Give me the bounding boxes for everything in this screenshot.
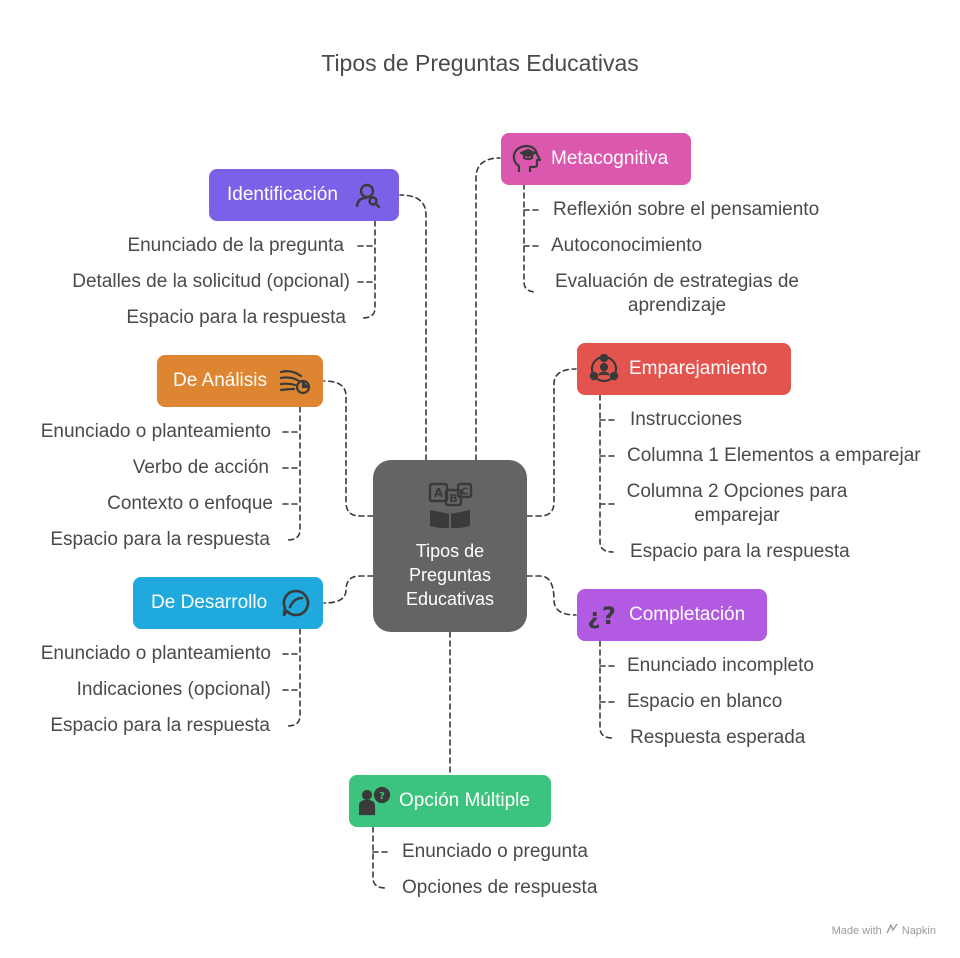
branch-label: Metacognitiva — [551, 148, 669, 169]
svg-text:?: ? — [379, 791, 385, 802]
person-question-icon: ? — [359, 786, 391, 816]
person-search-icon — [354, 181, 382, 209]
branch-label: Emparejamiento — [629, 358, 768, 379]
branch-label: De Análisis — [173, 370, 267, 391]
data-analysis-icon — [279, 367, 311, 395]
connector-completacion — [526, 575, 577, 616]
alphabet-book-icon: A B C — [426, 480, 474, 533]
list-item: Evaluación de estrategias de aprendizaje — [555, 271, 799, 316]
branch-opcion-multiple[interactable]: ? Opción Múltiple — [349, 775, 551, 827]
svg-text:¿: ¿ — [588, 605, 601, 630]
branch-completacion[interactable]: ¿ ? Completación — [577, 589, 767, 641]
svg-text:A: A — [434, 486, 444, 500]
svg-text:?: ? — [602, 602, 616, 630]
list-item: Verbo de acción — [132, 457, 269, 478]
connector-identificacion — [399, 194, 427, 461]
list-item: Enunciado o planteamiento — [40, 421, 271, 442]
list-item: Espacio para la respuesta — [50, 715, 270, 736]
connector-metacognitiva — [475, 157, 501, 461]
list-item: Enunciado o pregunta — [402, 841, 588, 862]
svg-text:B: B — [449, 492, 457, 505]
branch-label: Opción Múltiple — [399, 790, 530, 811]
list-item: Columna 2 Opciones para emparejar — [626, 481, 848, 526]
center-label: Tipos de Preguntas Educativas — [405, 541, 495, 609]
branch-analisis[interactable]: De Análisis — [157, 355, 323, 407]
list-item: Contexto o enfoque — [107, 493, 273, 514]
branch-identificacion[interactable]: Identificación — [209, 169, 399, 221]
question-marks-icon: ¿ ? — [587, 600, 619, 630]
footer-credit: Made with Napkin — [832, 923, 936, 938]
list-item: Enunciado de la pregunta — [127, 235, 344, 256]
connector-desarrollo — [323, 575, 374, 604]
branch-emparejamiento[interactable]: Emparejamiento — [577, 343, 791, 395]
list-item: Instrucciones — [630, 409, 742, 430]
list-item: Espacio en blanco — [627, 691, 783, 712]
connector-emparejamiento — [526, 368, 577, 517]
connector-analisis — [323, 380, 374, 517]
head-graduation-icon — [511, 144, 543, 174]
branch-desarrollo[interactable]: De Desarrollo — [133, 577, 323, 629]
list-item: Opciones de respuesta — [402, 877, 598, 898]
branch-label: De Desarrollo — [151, 592, 268, 613]
branch-label: Completación — [629, 604, 746, 625]
list-item: Espacio para la respuesta — [126, 307, 346, 328]
list-item: Reflexión sobre el pensamiento — [553, 199, 820, 220]
people-connect-icon — [589, 354, 619, 384]
list-item: Espacio para la respuesta — [630, 541, 850, 562]
list-item: Enunciado incompleto — [627, 655, 814, 676]
list-item: Columna 1 Elementos a emparejar — [627, 445, 921, 466]
center-node: A B C Tipos de Preguntas Educativas — [373, 460, 527, 632]
list-item: Enunciado o planteamiento — [40, 643, 271, 664]
branch-metacognitiva[interactable]: Metacognitiva — [501, 133, 691, 185]
list-item: Indicaciones (opcional) — [76, 679, 271, 700]
footer-text: Made with — [831, 924, 882, 937]
list-item: Espacio para la respuesta — [50, 529, 270, 550]
chat-bubble-icon — [281, 588, 311, 618]
branch-label: Identificación — [227, 184, 338, 205]
diagram-title: Tipos de Preguntas Educativas — [321, 50, 639, 76]
napkin-logo-icon — [886, 923, 898, 938]
list-item: Detalles de la solicitud (opcional) — [72, 271, 350, 292]
svg-text:C: C — [461, 487, 468, 498]
list-item: Autoconocimiento — [551, 235, 703, 256]
footer-brand: Napkin — [901, 924, 936, 937]
list-item: Respuesta esperada — [630, 727, 806, 748]
